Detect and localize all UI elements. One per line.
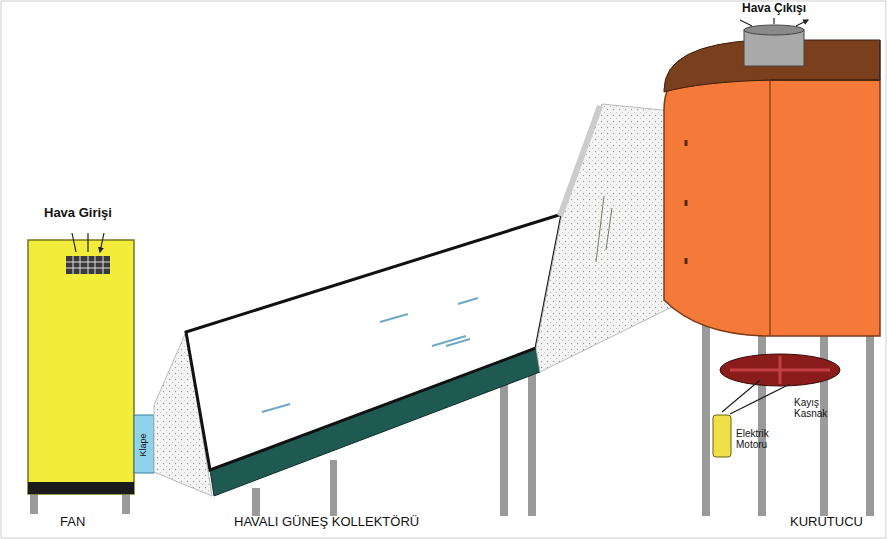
drive-belt	[722, 380, 790, 414]
airflow-arrows	[262, 298, 478, 412]
dryer-body	[664, 80, 880, 336]
part-label: FAN	[60, 515, 85, 529]
dryer-leg	[866, 320, 874, 516]
collector-leg	[330, 460, 337, 516]
part-label: Hava Çıkışı	[742, 2, 806, 15]
inlet-arrows	[72, 233, 104, 252]
pulley-spokes	[730, 356, 830, 384]
collector-leg	[500, 372, 508, 516]
electric-motor	[713, 415, 731, 457]
grid-lines	[66, 256, 110, 274]
part-label: Hava Girişi	[44, 206, 112, 220]
rivets	[685, 140, 688, 264]
dryer-leg	[702, 320, 710, 516]
fan-base	[28, 482, 134, 494]
solar-collector	[186, 214, 562, 516]
outlet-arrows	[740, 18, 808, 26]
dryer-seam	[769, 80, 770, 336]
part-label: Kayış Kasnak	[794, 397, 842, 419]
air-inlet-grid	[66, 256, 110, 274]
chimney-top	[744, 25, 804, 35]
damper-box	[134, 415, 154, 473]
duct-detail	[596, 196, 612, 262]
part-label: Klape	[139, 433, 149, 456]
dryer	[664, 18, 880, 516]
part-label: KURUTUCU	[790, 515, 863, 529]
fan-box	[28, 240, 134, 494]
fan-unit	[28, 233, 134, 514]
collector-leg	[252, 488, 260, 516]
part-label: Elektrik Motoru	[736, 428, 788, 450]
collector-leg	[528, 360, 536, 516]
fan-pulley	[720, 354, 840, 386]
fan-leg	[122, 492, 130, 514]
collector-glass	[186, 214, 562, 470]
outlet-duct	[536, 104, 682, 372]
part-label: HAVALI GÜNEŞ KOLLEKTÖRÜ	[234, 515, 419, 529]
fan-leg	[30, 492, 38, 514]
duct-flange	[560, 106, 600, 216]
